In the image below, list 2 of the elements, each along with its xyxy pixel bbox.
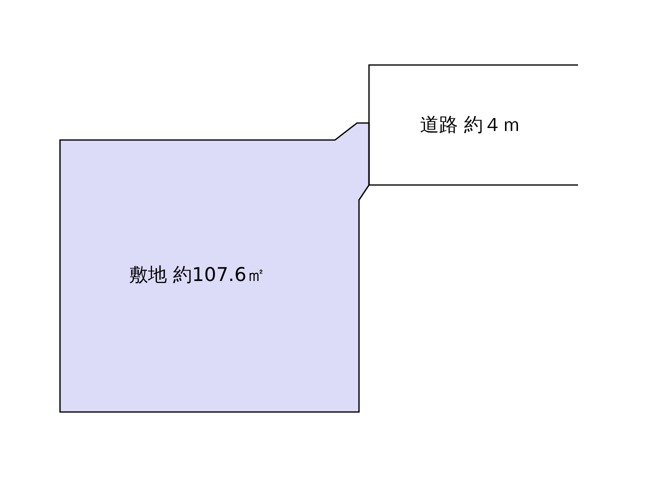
site-area-label: 敷地 約107.6㎡: [129, 263, 266, 288]
road-width-label: 道路 約４ｍ: [420, 113, 522, 138]
